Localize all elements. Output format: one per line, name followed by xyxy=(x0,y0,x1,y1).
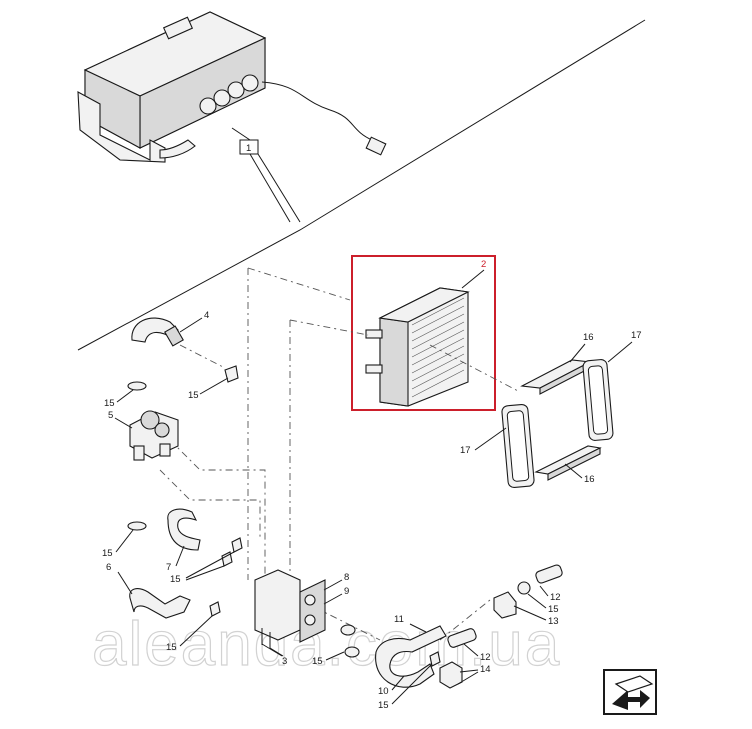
callout-15e: 15 xyxy=(166,642,177,653)
callout-box-1 xyxy=(239,139,259,155)
leader-6 xyxy=(117,571,133,595)
leader-1c xyxy=(249,153,291,223)
dash-line-f xyxy=(169,439,266,575)
leader-15f xyxy=(325,651,345,661)
dash-line-a xyxy=(247,267,351,301)
callout-15a: 15 xyxy=(188,390,199,401)
hose-6 xyxy=(129,588,191,619)
leader-2 xyxy=(461,269,485,289)
seal-strip-upper xyxy=(520,359,592,395)
leader-7 xyxy=(175,545,185,567)
heater-control-unit xyxy=(77,11,387,163)
leader-1a xyxy=(231,127,251,141)
clamp-15-h xyxy=(344,646,360,658)
leader-15d xyxy=(185,551,235,579)
leader-9 xyxy=(323,593,343,605)
callout-7: 7 xyxy=(166,562,171,573)
callout-15g: 15 xyxy=(378,700,389,711)
leader-4 xyxy=(179,317,203,333)
callout-15c: 15 xyxy=(102,548,113,559)
callout-8: 8 xyxy=(344,572,349,583)
clamp-15-a xyxy=(224,365,239,383)
callout-13: 13 xyxy=(548,616,559,627)
connector-12-upper xyxy=(535,564,563,584)
callout-17a: 17 xyxy=(631,330,642,341)
callout-4: 4 xyxy=(204,310,209,321)
watermark: aleanda.com.ua xyxy=(92,610,561,679)
leader-3b xyxy=(269,647,284,657)
leader-8 xyxy=(323,579,343,591)
leader-11 xyxy=(409,623,427,633)
leader-15c xyxy=(115,529,134,553)
hose-4-end xyxy=(164,325,184,347)
callout-1: 1 xyxy=(246,143,251,154)
hose-10-11 xyxy=(375,625,447,688)
dash-line-j xyxy=(439,599,491,641)
highlight-box-part-2 xyxy=(351,255,496,411)
section-divider xyxy=(77,19,646,351)
callout-12b: 12 xyxy=(480,652,491,663)
leader-15b xyxy=(116,389,134,403)
leader-16b xyxy=(564,463,583,479)
clamp-15-d xyxy=(231,537,243,553)
leader-10 xyxy=(391,675,405,691)
leader-12b xyxy=(463,643,479,657)
leader-14a xyxy=(459,669,479,673)
leader-15e2 xyxy=(179,615,213,647)
callout-9: 9 xyxy=(344,586,349,597)
clamp-15-g xyxy=(340,624,356,636)
seal-frame-left xyxy=(501,403,535,489)
leader-15g xyxy=(391,663,433,705)
callout-5: 5 xyxy=(108,410,113,421)
callout-14: 14 xyxy=(480,664,491,675)
leader-3a xyxy=(261,643,283,657)
clamp-15-c xyxy=(127,521,147,531)
dash-line-e xyxy=(179,344,226,369)
clamp-15-j xyxy=(517,581,531,595)
seal-frame-right xyxy=(582,359,614,441)
leader-15h xyxy=(527,593,547,609)
clamp-15-i xyxy=(429,651,441,667)
clamp-15-e xyxy=(221,551,233,567)
leader-1b xyxy=(257,153,301,223)
leader-12a xyxy=(539,585,549,597)
hose-7 xyxy=(167,508,201,551)
callout-3: 3 xyxy=(282,656,287,667)
water-valve xyxy=(129,410,179,461)
dash-line-i xyxy=(299,599,381,641)
fitting-13 xyxy=(493,591,517,619)
callout-15h: 15 xyxy=(548,604,559,615)
arrow-next-page-icon[interactable] xyxy=(603,669,657,715)
heater-core xyxy=(365,287,470,407)
connector-12-lower xyxy=(447,628,477,648)
leader-17a xyxy=(607,341,633,363)
callout-16a: 16 xyxy=(583,332,594,343)
seal-strip-lower xyxy=(534,445,602,481)
dash-line-c xyxy=(289,319,369,336)
callout-15b: 15 xyxy=(104,398,115,409)
callout-15f: 15 xyxy=(312,656,323,667)
callout-2: 2 xyxy=(481,259,486,270)
mounting-bracket xyxy=(254,569,326,648)
callout-11: 11 xyxy=(394,614,404,625)
leader-15e xyxy=(185,565,225,581)
leader-17b xyxy=(474,427,507,451)
callout-15d: 15 xyxy=(170,574,181,585)
callout-6: 6 xyxy=(106,562,111,573)
clamp-15-b xyxy=(127,381,147,391)
dash-line-g xyxy=(159,469,261,540)
callout-12a: 12 xyxy=(550,592,561,603)
leader-16a xyxy=(569,343,586,363)
leader-14b xyxy=(457,671,479,685)
clamp-15-f xyxy=(209,601,221,617)
callout-10: 10 xyxy=(378,686,389,697)
callout-16b: 16 xyxy=(584,474,595,485)
leader-5 xyxy=(114,417,133,429)
leader-13 xyxy=(513,605,547,621)
callout-17b: 17 xyxy=(460,445,471,456)
leader-15a xyxy=(199,377,229,395)
